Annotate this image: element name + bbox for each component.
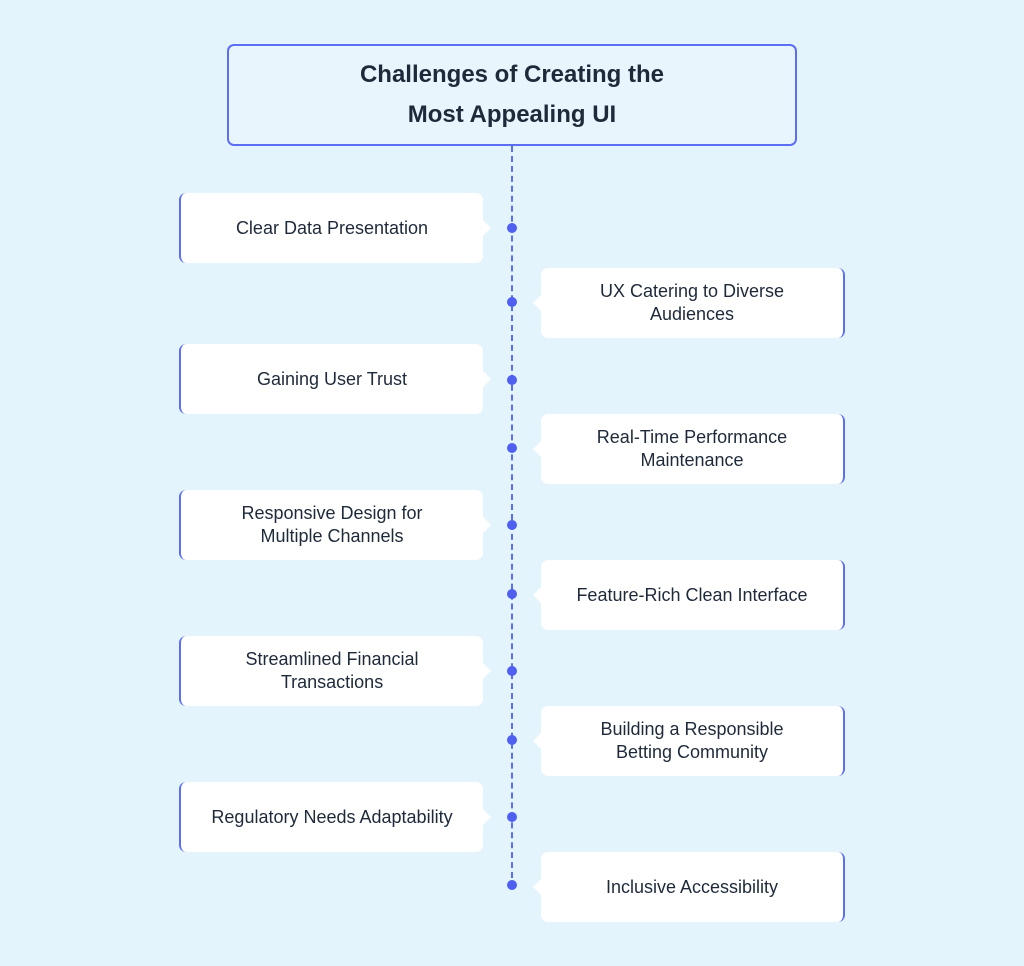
challenge-label: Gaining User Trust — [256, 368, 408, 389]
challenge-card-7: Streamlined Financial Transactions — [179, 636, 491, 706]
challenge-card-6: Feature-Rich Clean Interface — [533, 560, 845, 630]
challenge-card-5: Responsive Design for Multiple Channels — [179, 490, 491, 560]
timeline-dot — [507, 223, 517, 233]
timeline-dot — [507, 812, 517, 822]
challenge-card-9: Regulatory Needs Adaptability — [179, 782, 491, 852]
timeline-dot — [507, 735, 517, 745]
timeline-dot — [507, 880, 517, 890]
timeline-dot — [507, 520, 517, 530]
challenge-card-8: Building a Responsible Betting Community — [533, 706, 845, 776]
timeline-dot — [507, 666, 517, 676]
challenge-label: Building a Responsible Betting Community — [600, 719, 784, 762]
challenge-label: Regulatory Needs Adaptability — [211, 806, 453, 827]
challenge-label: UX Catering to Diverse Audiences — [599, 281, 785, 324]
challenge-label: Inclusive Accessibility — [605, 876, 779, 897]
challenge-label: Streamlined Financial Transactions — [245, 649, 419, 692]
challenge-label: Clear Data Presentation — [235, 217, 429, 238]
challenge-card-3: Gaining User Trust — [179, 344, 491, 414]
title-box: Challenges of Creating the Most Appealin… — [227, 44, 797, 146]
diagram-title: Challenges of Creating the Most Appealin… — [359, 61, 665, 128]
timeline-spine — [511, 146, 513, 888]
challenge-card-2: UX Catering to Diverse Audiences — [533, 268, 845, 338]
challenge-card-1: Clear Data Presentation — [179, 193, 491, 263]
timeline-dot — [507, 297, 517, 307]
timeline-dot — [507, 375, 517, 385]
challenge-label: Responsive Design for Multiple Channels — [241, 503, 423, 546]
timeline-dot — [507, 443, 517, 453]
timeline-dot — [507, 589, 517, 599]
challenge-card-10: Inclusive Accessibility — [533, 852, 845, 922]
challenge-label: Real-Time Performance Maintenance — [596, 427, 788, 470]
challenge-card-4: Real-Time Performance Maintenance — [533, 414, 845, 484]
challenge-label: Feature-Rich Clean Interface — [576, 584, 808, 605]
